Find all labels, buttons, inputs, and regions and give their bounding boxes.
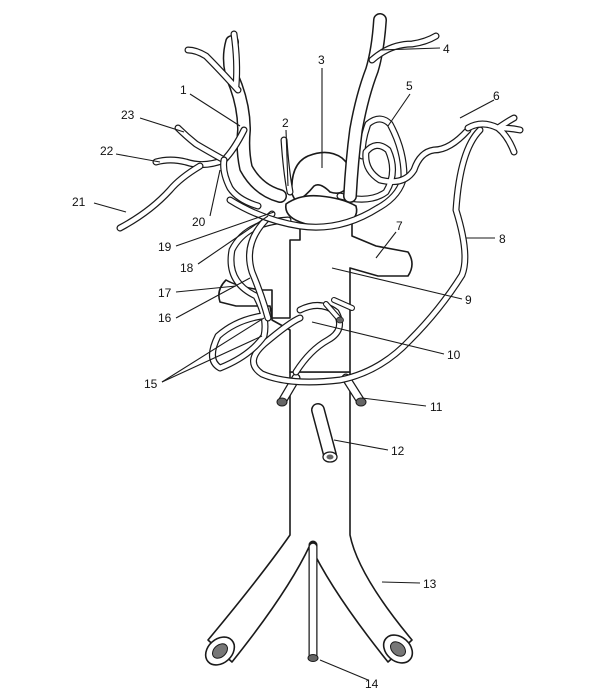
small-branches-10 bbox=[323, 297, 355, 324]
loop-vessel-5 bbox=[336, 126, 472, 203]
label-15: 15 bbox=[144, 377, 158, 391]
label-8: 8 bbox=[499, 232, 506, 246]
label-23: 23 bbox=[121, 108, 135, 122]
left-branching-vessel bbox=[116, 30, 287, 232]
loop-vessel-15 bbox=[209, 216, 292, 372]
label-16: 16 bbox=[158, 311, 172, 325]
loop-vessel-16 bbox=[246, 210, 276, 322]
label-18: 18 bbox=[180, 261, 194, 275]
label-9: 9 bbox=[465, 293, 472, 307]
label-14: 14 bbox=[365, 677, 379, 691]
label-12: 12 bbox=[391, 444, 405, 458]
label-4: 4 bbox=[443, 42, 450, 56]
labels: 1 2 3 4 5 6 7 8 9 10 11 12 13 14 15 16 1… bbox=[72, 42, 506, 691]
left-iliac-opening bbox=[204, 636, 236, 666]
label-11: 11 bbox=[430, 400, 443, 414]
label-21: 21 bbox=[72, 195, 86, 209]
label-3: 3 bbox=[318, 53, 325, 67]
label-17: 17 bbox=[158, 286, 172, 300]
loop-vessel-8 bbox=[250, 126, 484, 386]
label-6: 6 bbox=[493, 89, 500, 103]
vessel-6-tip bbox=[464, 114, 524, 156]
label-10: 10 bbox=[447, 348, 461, 362]
mesenteric-artery bbox=[311, 403, 338, 463]
label-1: 1 bbox=[180, 83, 187, 97]
label-13: 13 bbox=[423, 577, 437, 591]
label-22: 22 bbox=[100, 144, 114, 158]
label-20: 20 bbox=[192, 215, 206, 229]
vessel-2 bbox=[280, 136, 294, 196]
label-2: 2 bbox=[282, 116, 289, 130]
label-7: 7 bbox=[396, 219, 403, 233]
leader-lines bbox=[93, 47, 495, 681]
median-caudal-artery bbox=[307, 540, 319, 662]
right-iliac-opening bbox=[382, 634, 414, 664]
label-19: 19 bbox=[158, 240, 172, 254]
right-tall-vessel bbox=[343, 13, 440, 203]
label-5: 5 bbox=[406, 79, 413, 93]
